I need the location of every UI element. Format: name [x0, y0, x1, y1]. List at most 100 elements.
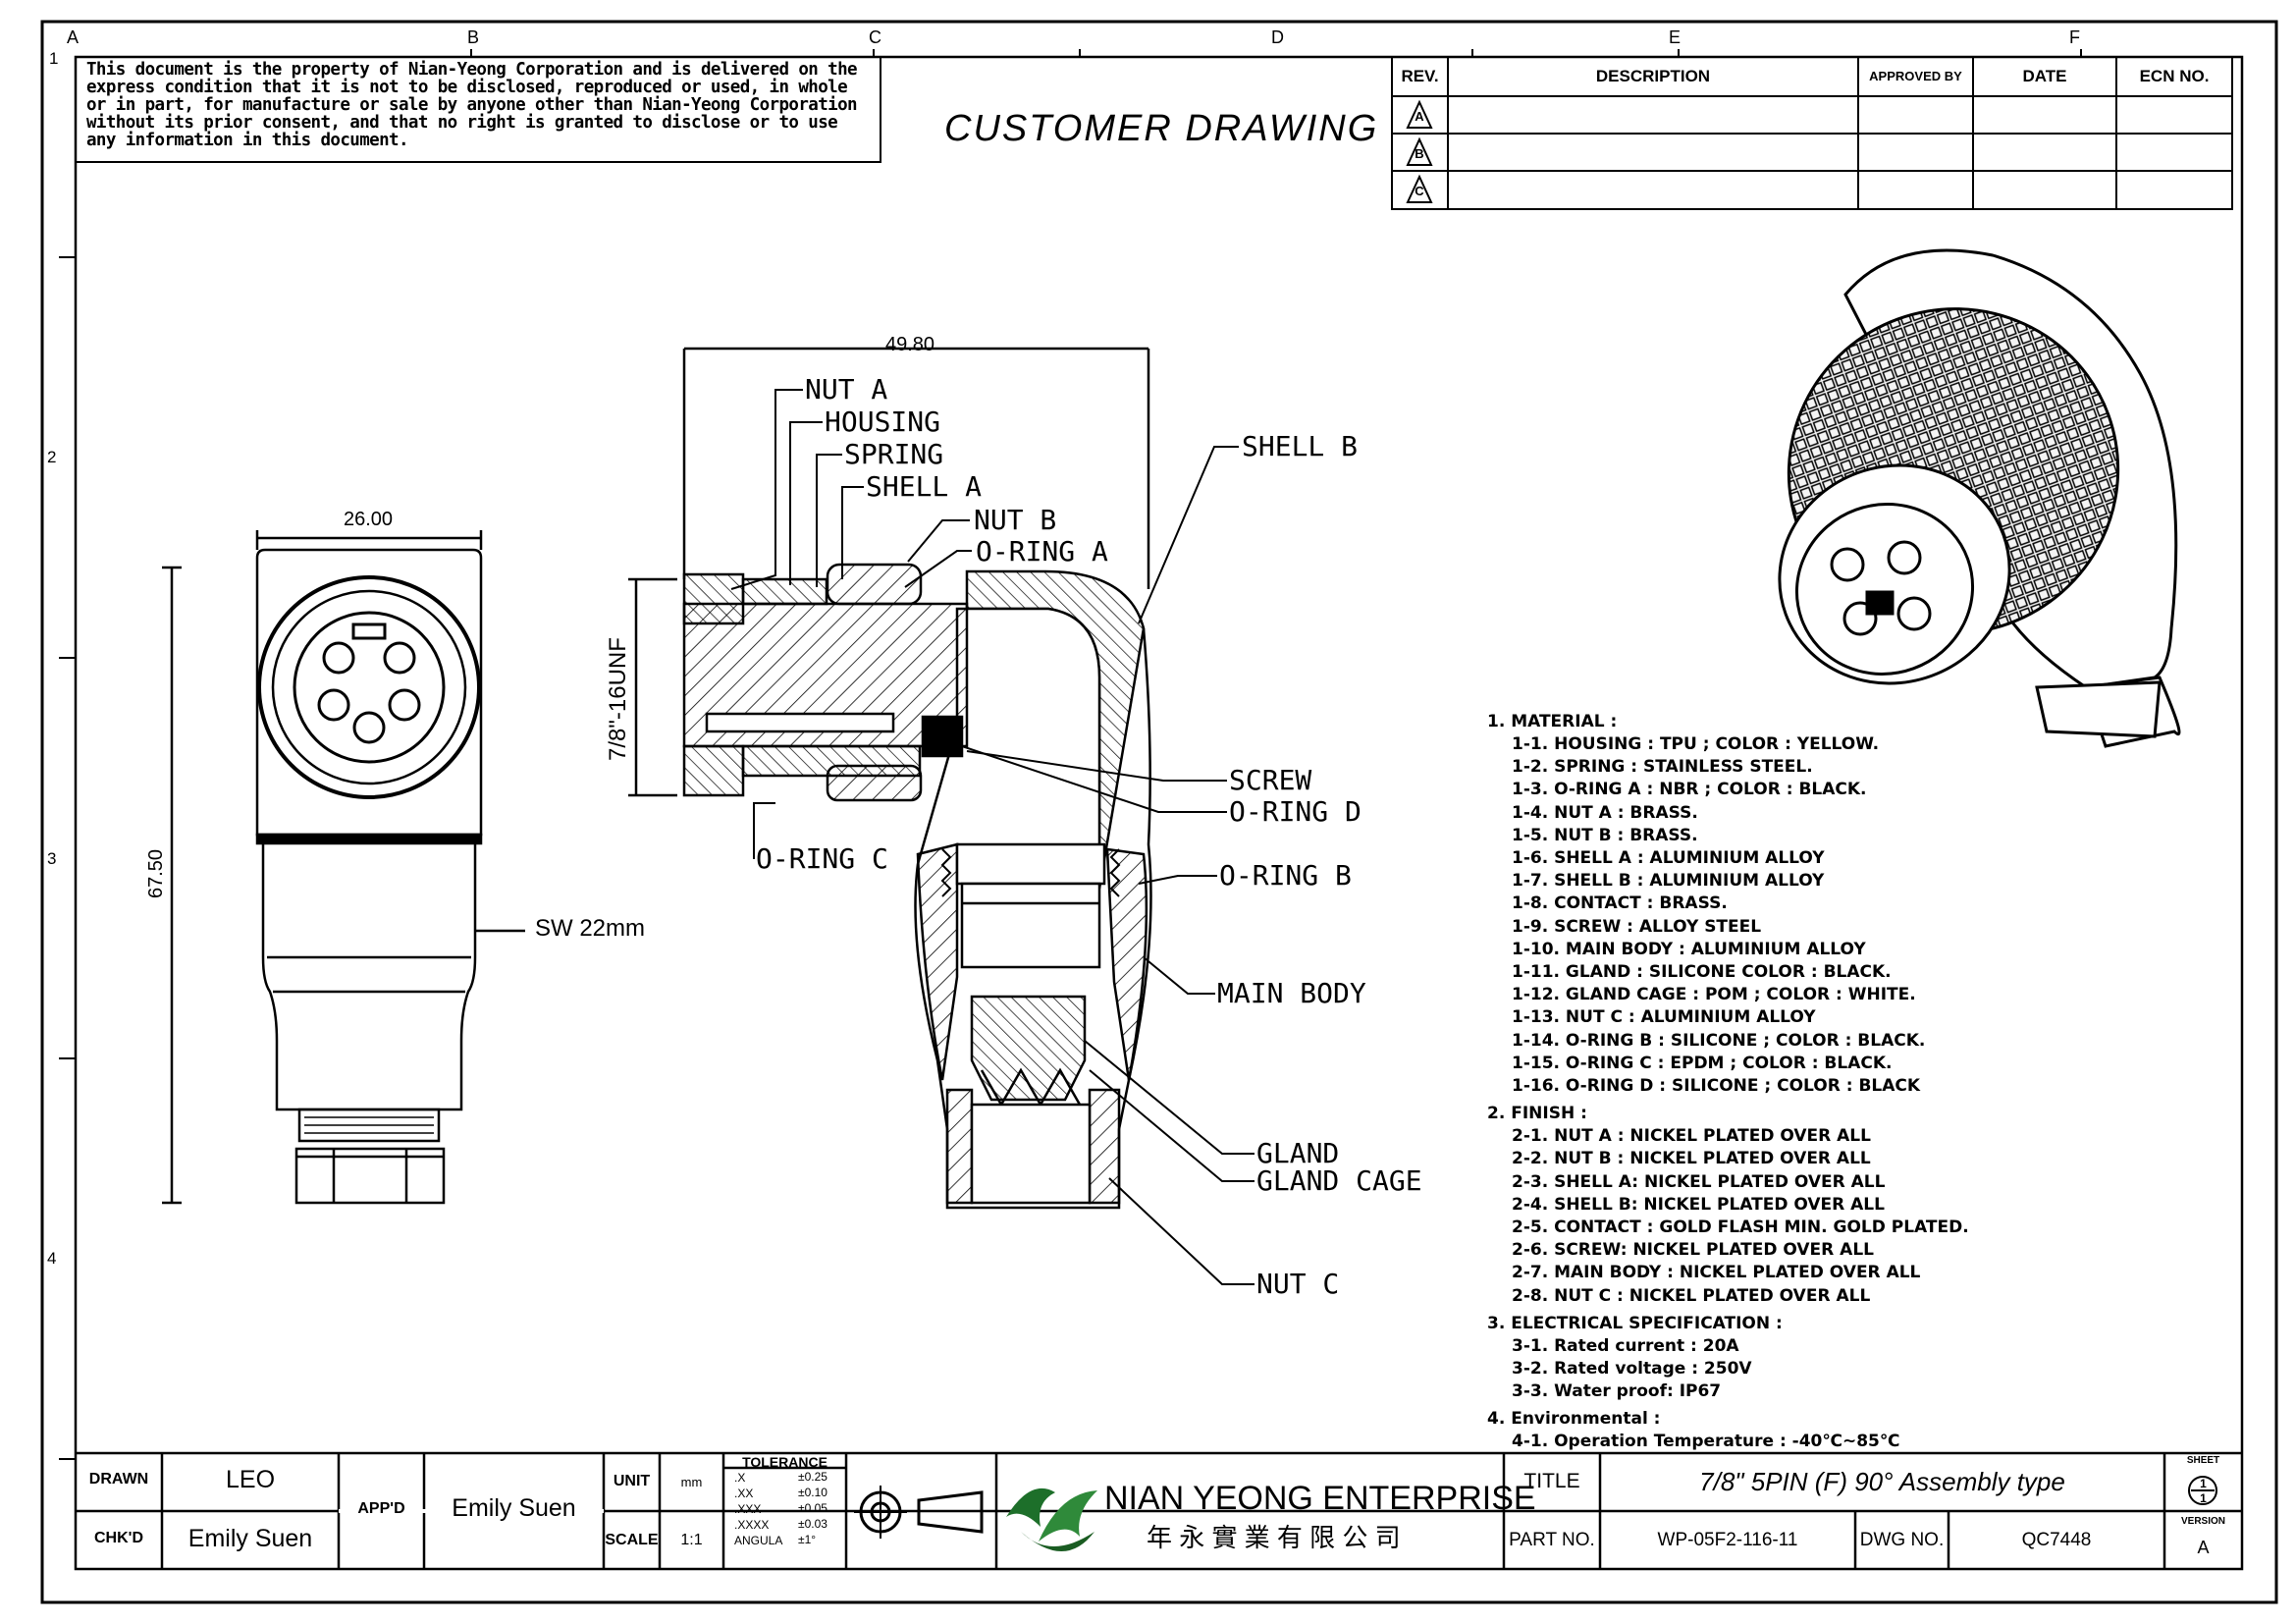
label-o-ring-c: O-RING C [756, 842, 888, 875]
inner-border [74, 55, 2244, 1571]
label-nut-b: NUT B [974, 504, 1057, 536]
scale-label: SCALE [605, 1532, 659, 1548]
label-main-body: MAIN BODY [1217, 977, 1366, 1009]
tolerance-key: .X [734, 1471, 746, 1485]
spec-item: 1-6. SHELL A : ALUMINIUM ALLOY [1512, 848, 1825, 868]
appd-value: Emily Suen [452, 1494, 576, 1522]
spec-item: 2-7. MAIN BODY : NICKEL PLATED OVER ALL [1512, 1263, 1921, 1283]
company-name: NIAN YEONG ENTERPRISE [1104, 1480, 1536, 1517]
approved-by-header: APPROVED BY [1869, 69, 1962, 83]
dwg-no-label: DWG NO. [1859, 1530, 1945, 1550]
zone-label-4: 4 [47, 1249, 57, 1268]
tolerance-value: ±0.25 [798, 1470, 828, 1484]
spec-item: 1-15. O-RING C : EPDM ; COLOR : BLACK. [1512, 1053, 1893, 1073]
rev-header: REV. [1401, 67, 1439, 85]
scale-value: 1:1 [680, 1532, 703, 1548]
label-nut-c: NUT C [1256, 1268, 1340, 1300]
sheet-total: 1 [2200, 1491, 2207, 1505]
chkd-value: Emily Suen [187, 1525, 313, 1552]
dim-thread: 7/8"-16UNF [605, 637, 631, 761]
description-header: DESCRIPTION [1595, 67, 1711, 85]
sheet-number: 1 [2200, 1477, 2207, 1490]
label-gland: GLAND [1256, 1137, 1340, 1169]
tolerance-label: TOLERANCE [742, 1454, 828, 1470]
label-nut-a: NUT A [805, 373, 888, 406]
spec-item: 1-11. GLAND : SILICONE COLOR : BLACK. [1512, 962, 1892, 982]
title-label: TITLE [1523, 1470, 1580, 1492]
revision-table [1391, 56, 2233, 210]
drawing-title: CUSTOMER DRAWING [944, 108, 1379, 149]
leader-lines [730, 389, 1255, 1285]
spec-item: 3-3. Water proof: IP67 [1512, 1381, 1722, 1402]
label-gland-cage: GLAND CAGE [1256, 1164, 1422, 1197]
spec-item: 3-1. Rated current : 20A [1512, 1335, 1739, 1356]
spec-item: 3-2. Rated voltage : 250V [1512, 1359, 1752, 1379]
label-o-ring-a: O-RING A [976, 535, 1108, 568]
tolerance-key: ANGULA [734, 1534, 783, 1547]
label-screw: SCREW [1229, 764, 1312, 796]
spec-item: 1-2. SPRING : STAINLESS STEEL. [1512, 757, 1813, 778]
spec-item: 1-14. O-RING B : SILICONE ; COLOR : BLAC… [1512, 1030, 1926, 1051]
spec-item: 1-7. SHELL B : ALUMINIUM ALLOY [1512, 871, 1825, 892]
company-name-cn: 年 永 實 業 有 限 公 司 [1147, 1523, 1401, 1552]
section-view [628, 347, 1152, 1210]
dim-width-front: 26.00 [344, 509, 394, 530]
zone-ticks [59, 49, 2082, 1460]
spec-item: 1-12. GLAND CAGE : POM ; COLOR : WHITE. [1512, 985, 1916, 1005]
spec-item: 1-13. NUT C : ALUMINIUM ALLOY [1512, 1007, 1816, 1028]
tolerance-value: ±1° [798, 1533, 817, 1546]
zone-label-a: A [67, 27, 80, 47]
dim-height-front: 67.50 [145, 848, 167, 898]
part-no-label: PART NO. [1509, 1530, 1595, 1550]
zone-label-f: F [2069, 27, 2080, 47]
drawing-title-value: 7/8" 5PIN (F) 90° Assembly type [1699, 1467, 2065, 1496]
dim-width-section: 49.80 [885, 334, 935, 355]
drawn-value: LEO [225, 1466, 276, 1493]
projection-symbol-icon [854, 1486, 984, 1539]
spec-item: 1-10. MAIN BODY : ALUMINIUM ALLOY [1512, 939, 1866, 959]
spec-item: 1-3. O-RING A : NBR ; COLOR : BLACK. [1512, 780, 1867, 800]
spec-section-heading: 3. ELECTRICAL SPECIFICATION : [1487, 1313, 1783, 1333]
spec-item: 1-16. O-RING D : SILICONE ; COLOR : BLAC… [1512, 1076, 1921, 1096]
spec-item: 1-4. NUT A : BRASS. [1512, 802, 1698, 823]
notice-box [75, 56, 881, 163]
appd-label: APP'D [357, 1500, 405, 1517]
version-value: A [2197, 1538, 2210, 1557]
label-shell-b: SHELL B [1242, 430, 1359, 462]
spec-item: 1-1. HOUSING : TPU ; COLOR : YELLOW. [1512, 734, 1880, 754]
rev-b-mark: B [1415, 146, 1424, 161]
confidentiality-notice: This document is the property of Nian-Ye… [86, 60, 858, 150]
label-spring: SPRING [844, 438, 944, 470]
spec-item: 2-4. SHELL B: NICKEL PLATED OVER ALL [1512, 1194, 1885, 1215]
label-shell-a: SHELL A [866, 470, 983, 503]
sheet-symbol-icon [2188, 1476, 2217, 1505]
zone-label-3: 3 [47, 849, 57, 868]
drawn-label: DRAWN [88, 1471, 149, 1488]
spec-item: 2-3. SHELL A: NICKEL PLATED OVER ALL [1512, 1171, 1886, 1192]
spec-item: 2-5. CONTACT : GOLD FLASH MIN. GOLD PLAT… [1512, 1217, 1969, 1237]
zone-label-2: 2 [47, 448, 57, 466]
zone-label-d: D [1271, 27, 1284, 47]
version-label: VERSION [2180, 1516, 2225, 1527]
spec-item: 1-9. SCREW : ALLOY STEEL [1512, 916, 1762, 937]
spec-item: 2-1. NUT A : NICKEL PLATED OVER ALL [1512, 1126, 1871, 1147]
sheet-label: SHEET [2186, 1455, 2220, 1466]
dim-wrench: SW 22mm [535, 915, 646, 942]
zone-label-b: B [467, 27, 480, 47]
front-view [162, 530, 525, 1205]
dwg-no-value: QC7448 [2021, 1530, 2092, 1550]
tolerance-value: ±0.10 [798, 1486, 828, 1499]
zone-label-1: 1 [49, 49, 59, 68]
spec-item: 2-8. NUT C : NICKEL PLATED OVER ALL [1512, 1285, 1871, 1306]
chkd-label: CHK'D [93, 1530, 144, 1546]
outer-border [40, 20, 2278, 1604]
spec-item: 4-1. Operation Temperature : -40℃~85℃ [1512, 1432, 1900, 1452]
tolerance-key: .XX [734, 1487, 754, 1500]
tolerance-value: ±0.05 [798, 1501, 828, 1515]
spec-item: 1-8. CONTACT : BRASS. [1512, 893, 1728, 914]
tolerance-key: .XXX [734, 1502, 762, 1516]
label-o-ring-b: O-RING B [1219, 859, 1352, 892]
tolerance-value: ±0.03 [798, 1517, 828, 1531]
spec-section-heading: 1. MATERIAL : [1487, 712, 1618, 731]
